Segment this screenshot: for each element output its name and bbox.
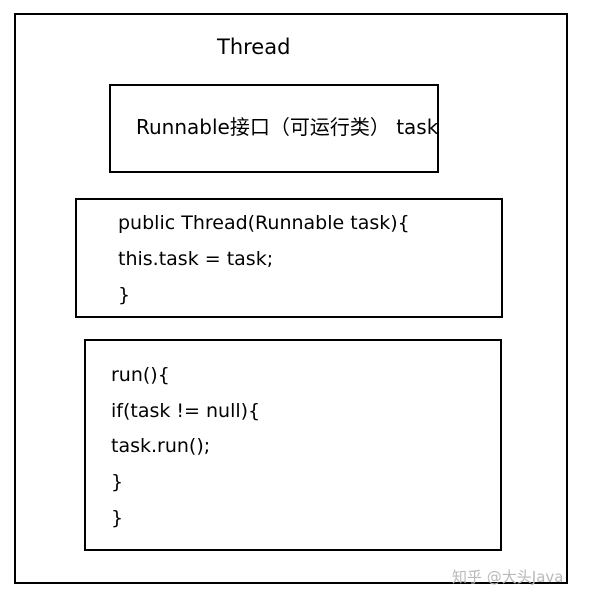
thread-title: Thread [217,35,291,59]
constructor-closing-brace: } [118,284,131,306]
watermark: 知乎 @大头Java [452,568,564,586]
run-if-closing-brace: } [111,471,124,493]
thread-frame [14,13,568,584]
run-closing-brace: } [111,507,124,529]
run-method-box [84,339,502,551]
run-if-line: if(task != null){ [111,400,261,422]
constructor-assignment-line: this.task = task; [118,248,274,270]
run-signature-line: run(){ [111,364,170,386]
runnable-box [109,84,439,173]
constructor-box [75,198,503,318]
constructor-signature-line: public Thread(Runnable task){ [118,212,410,234]
runnable-label: Runnable接口（可运行类） task [136,115,439,139]
run-call-line: task.run(); [111,435,211,457]
